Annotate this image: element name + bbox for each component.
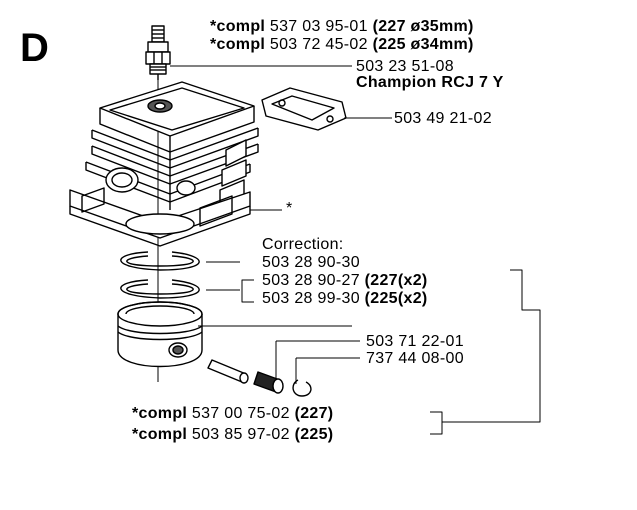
cylinder-kit-prefix: *compl — [210, 36, 266, 53]
cylinder-kit-number: 503 72 45-02 — [269, 36, 368, 53]
piston-kit-row: *compl 503 85 97-02 (225) — [132, 426, 333, 444]
piston-drawing — [117, 301, 203, 368]
piston-kit-prefix: *compl — [132, 426, 188, 443]
correction-number: 503 28 90-30 — [262, 254, 360, 271]
ring-number: 503 28 99-30 — [262, 290, 360, 307]
piston-kit-row: *compl 537 00 75-02 (227) — [132, 405, 333, 423]
bracket-outer — [512, 269, 541, 423]
spark-plug-number: 503 23 51-08 — [356, 58, 454, 75]
piston-kit-number: 503 85 97-02 — [191, 426, 290, 443]
section-letter: D — [20, 26, 49, 70]
piston-rings-drawing — [120, 251, 200, 299]
cylinder-kit-prefix: *compl — [210, 18, 266, 35]
cylinder-kit-spec: (225 ø34mm) — [372, 36, 474, 53]
bracket-kits-lower — [430, 421, 522, 435]
piston-kit-spec: (227) — [294, 405, 334, 422]
piston-pin-drawing — [207, 359, 249, 384]
bracket-rings — [241, 279, 254, 303]
ring-number: 503 28 90-27 — [262, 272, 360, 289]
piston-kit-prefix: *compl — [132, 405, 188, 422]
ring-spec: (227(x2) — [364, 272, 428, 289]
circlip-number: 737 44 08-00 — [366, 350, 464, 367]
ring-spec: (225(x2) — [364, 290, 428, 307]
spark-plug-name: Champion RCJ 7 Y — [356, 74, 504, 91]
cylinder-kit-spec: (227 ø35mm) — [372, 18, 474, 35]
correction-title: Correction: — [262, 236, 344, 253]
spark-plug-drawing — [145, 25, 171, 80]
cylinder-kit-row: *compl 537 03 95-01 (227 ø35mm) — [210, 18, 474, 36]
bearing-number: 503 71 22-01 — [366, 333, 464, 350]
cylinder-kit-row: *compl 503 72 45-02 (225 ø34mm) — [210, 36, 474, 54]
gasket-number: 503 49 21-02 — [394, 110, 492, 127]
circlip-drawing — [292, 379, 312, 397]
piston-kit-number: 537 00 75-02 — [191, 405, 290, 422]
cylinder-kit-number: 537 03 95-01 — [269, 18, 368, 35]
cylinder-drawing — [69, 81, 259, 247]
ring-row: 503 28 99-30 (225(x2) — [262, 290, 428, 308]
needle-bearing-drawing — [253, 371, 284, 394]
piston-kit-spec: (225) — [294, 426, 334, 443]
cylinder-marker: * — [286, 200, 293, 217]
gasket-drawing — [261, 87, 347, 131]
ring-row: 503 28 90-27 (227(x2) — [262, 272, 428, 290]
bracket-kits-upper — [430, 411, 443, 422]
